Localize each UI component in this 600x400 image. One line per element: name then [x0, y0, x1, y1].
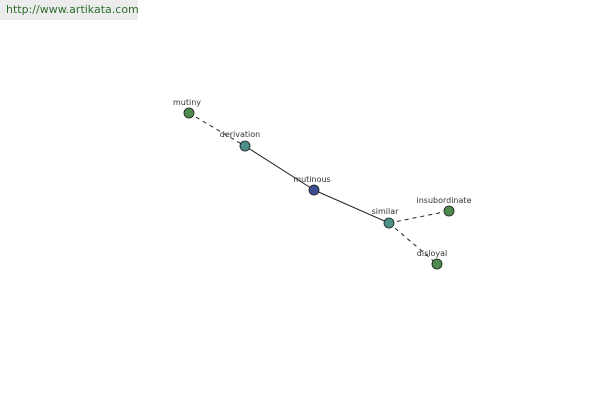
- edge-similar-insubordinate: [388, 210, 450, 224]
- node-label-similar: similar: [372, 207, 400, 216]
- node-mutinous[interactable]: mutinous: [293, 175, 331, 196]
- watermark-url[interactable]: http://www.artikata.com: [0, 0, 139, 20]
- nodes-layer: mutiny derivation mutinous similar insubordi…: [173, 98, 472, 270]
- node-mutiny[interactable]: mutiny: [173, 98, 201, 119]
- node-circle-mutinous[interactable]: [308, 184, 320, 196]
- node-label-mutiny: mutiny: [173, 98, 201, 107]
- node-label-mutinous: mutinous: [293, 175, 330, 184]
- edge-derivation-mutinous: [244, 145, 315, 191]
- node-disloyal[interactable]: disloyal: [417, 249, 447, 270]
- node-label-disloyal: disloyal: [417, 249, 447, 258]
- node-circle-disloyal[interactable]: [431, 258, 443, 270]
- node-circle-similar[interactable]: [383, 217, 395, 229]
- node-label-insubordinate: insubordinate: [417, 196, 472, 205]
- node-derivation[interactable]: derivation: [220, 130, 260, 152]
- node-circle-mutiny[interactable]: [183, 107, 195, 119]
- edge-mutinous-similar: [313, 189, 390, 224]
- node-circle-derivation[interactable]: [239, 140, 251, 152]
- edge-mutiny-derivation: [188, 112, 246, 147]
- node-label-derivation: derivation: [220, 130, 260, 139]
- node-insubordinate[interactable]: insubordinate: [417, 196, 472, 217]
- node-similar[interactable]: similar: [372, 207, 400, 229]
- node-circle-insubordinate[interactable]: [443, 205, 455, 217]
- edge-similar-disloyal: [388, 222, 438, 265]
- edges-layer: [188, 112, 450, 265]
